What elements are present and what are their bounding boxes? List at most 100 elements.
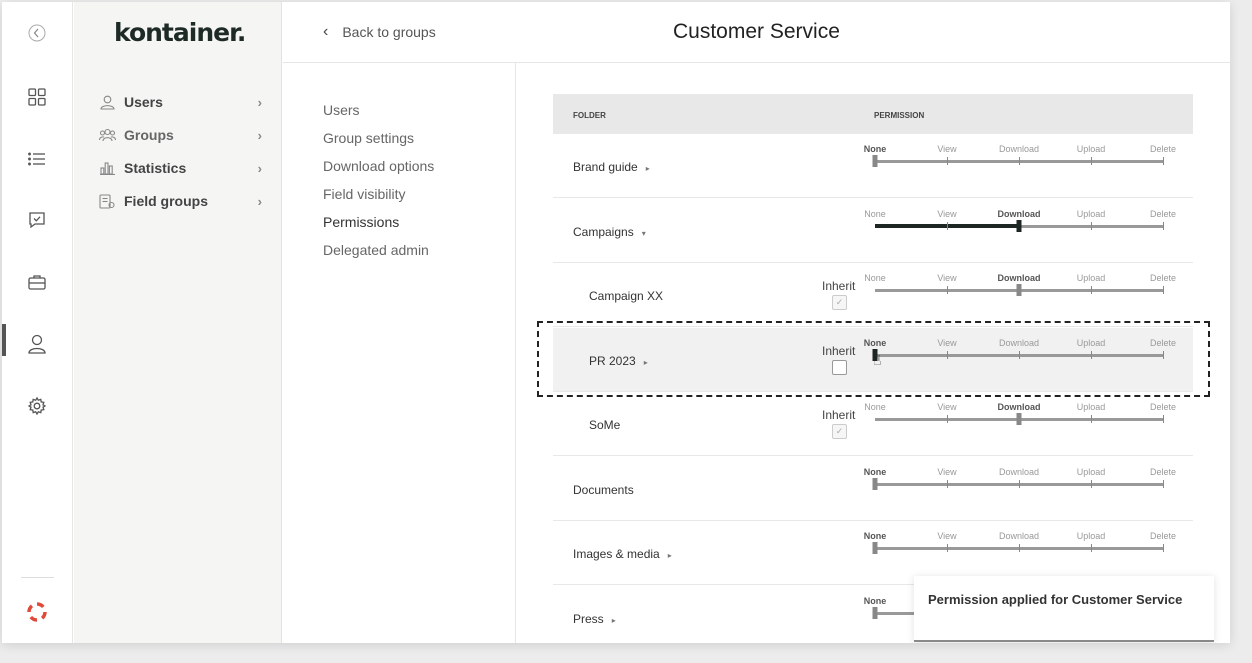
folder-name[interactable]: SoMe [589,418,620,432]
level-label-delete: Delete [1149,466,1177,477]
page-title: Customer Service [673,20,840,43]
app-window: kontainer. Users › Groups › Statistics › [2,2,1230,643]
level-label-download: Download [997,273,1041,283]
folder-name[interactable]: Press ▸ [573,612,616,626]
collapse-icon[interactable] [25,21,49,45]
level-label-delete: Delete [1149,208,1177,219]
column-header-permission: PERMISSION [874,111,925,120]
slider-thumb[interactable] [1016,219,1022,232]
sidebar-item-groups[interactable]: Groups › [98,123,262,147]
slider-thumb[interactable] [872,477,878,490]
level-label-delete: Delete [1149,402,1177,412]
slider-thumb[interactable] [872,606,878,619]
grid-icon[interactable] [25,85,49,109]
inherit-label: Inherit [822,343,856,358]
chevron-left-icon: ‹ [323,23,329,40]
back-to-groups-link[interactable]: ‹ Back to groups [323,23,436,41]
slider-tick [947,544,948,552]
inherit-checkbox[interactable]: ✓ [832,424,847,439]
level-label-none: None [863,337,887,348]
level-label-view: View [937,273,957,283]
user-icon[interactable] [25,332,49,356]
icon-rail [2,2,73,643]
subnav-group-settings[interactable]: Group settings [323,130,415,146]
slider-tick [1163,350,1164,359]
slider-thumb[interactable] [1016,284,1022,296]
chat-check-icon[interactable] [25,208,49,232]
sidebar-item-statistics[interactable]: Statistics › [98,156,262,180]
folder-name[interactable]: Brand guide▸ [573,160,650,174]
expand-triangle-icon[interactable]: ▸ [643,357,648,367]
slider-tick [1163,544,1164,552]
folder-name[interactable]: Campaign XX [589,289,663,303]
slider-thumb[interactable] [1016,413,1022,425]
slider-tick [1091,415,1092,423]
slider-thumb[interactable] [872,155,878,167]
bar-chart-icon [98,159,116,177]
expand-triangle-icon[interactable]: ▸ [611,615,616,625]
slider-tick [1091,286,1092,294]
slider-thumb[interactable] [872,348,878,361]
chevron-right-icon: › [257,127,262,143]
lifebuoy-icon[interactable] [25,600,49,624]
slider-tick [1019,479,1020,488]
gear-icon[interactable] [25,394,49,418]
folder-label: Documents [573,482,634,497]
collapse-triangle-icon[interactable]: ▾ [641,228,646,238]
level-label-download: Download [997,402,1041,412]
sidebar-item-users[interactable]: Users › [98,90,262,114]
slider-thumb[interactable] [872,542,878,554]
sidebar-item-label: Field groups [124,193,208,209]
slider-tick [947,221,948,230]
level-label-none: None [864,208,886,219]
subnav-field-visibility[interactable]: Field visibility [323,186,406,202]
folder-name[interactable]: Images & media ▸ [573,547,672,561]
slider-tick [1163,479,1164,488]
slider-tick [1019,157,1020,165]
slider-tick [1091,221,1092,230]
folder-name[interactable]: Documents [573,483,634,497]
subnav-permissions[interactable]: Permissions [323,214,400,230]
column-header-folder: FOLDER [573,111,606,120]
slider-tick [1019,544,1020,552]
list-icon[interactable] [25,147,49,171]
slider-tick [947,479,948,488]
expand-triangle-icon[interactable]: ▸ [667,551,672,560]
subnav-users[interactable]: Users [323,102,360,118]
level-label-download: Download [998,144,1040,154]
folder-label: Press [573,611,604,626]
expand-triangle-icon[interactable]: ▸ [645,164,650,173]
subnav-download-options[interactable]: Download options [323,158,435,174]
toast-notification: Permission applied for Customer Service [914,576,1214,642]
level-label-delete: Delete [1149,273,1177,283]
hand-cursor-icon: ☝ [873,352,882,368]
folder-label: Images & media [573,547,660,561]
inherit-checkbox[interactable]: ✓ [832,295,847,310]
folder-name[interactable]: PR 2023▸ [589,354,648,368]
sidebar-item-field-groups[interactable]: Field groups › [98,189,262,213]
subnav-delegated-admin[interactable]: Delegated admin [323,242,429,258]
level-label-upload: Upload [1076,402,1106,412]
slider-tick [1163,415,1164,423]
back-label: Back to groups [342,24,436,40]
briefcase-icon[interactable] [25,270,49,294]
level-label-view: View [937,144,957,154]
inherit-label: Inherit [822,279,856,293]
level-label-view: View [937,531,957,541]
level-label-none: None [863,144,887,154]
slider-tick [1091,479,1092,488]
slider-tick [947,157,948,165]
level-label-delete: Delete [1149,531,1177,541]
level-label-delete: Delete [1149,337,1177,348]
inherit-checkbox[interactable] [832,359,847,375]
folder-name[interactable]: Campaigns▾ [573,225,646,239]
